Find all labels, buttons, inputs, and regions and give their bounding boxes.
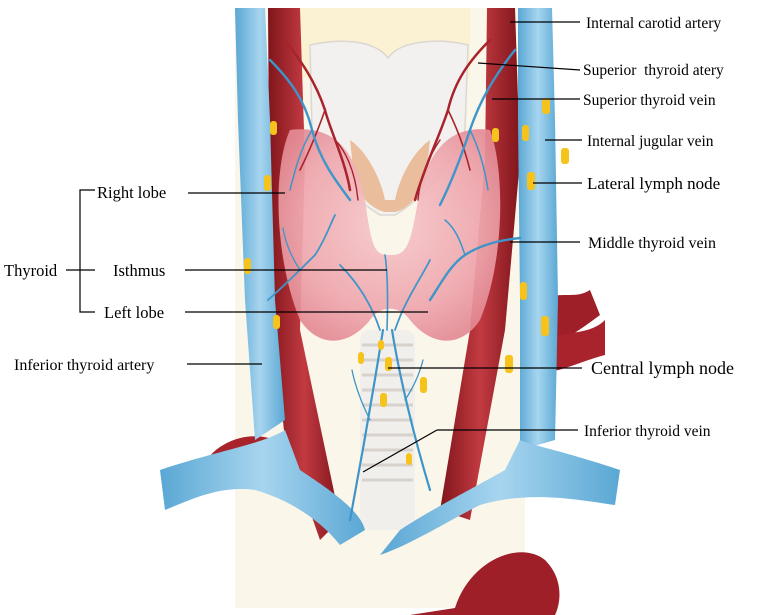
- lymph-node: [406, 453, 412, 465]
- cricoid-region: [350, 140, 430, 212]
- lymph-node: [385, 357, 392, 371]
- lymph-node: [492, 128, 499, 142]
- lymph-node: [273, 315, 280, 329]
- label-superior-thyroid-vein: Superior thyroid vein: [583, 92, 716, 109]
- lymph-node: [244, 258, 251, 274]
- lymph-node: [378, 340, 384, 350]
- lymph-node: [527, 172, 535, 190]
- right-internal-jugular-vein: [235, 8, 285, 440]
- leader-inferior-thyroid-vein-diag: [362, 429, 438, 473]
- leader-superior-thyroid-artery: [477, 62, 581, 71]
- lymph-node: [520, 282, 527, 300]
- right-brachiocephalic-vein: [160, 430, 365, 545]
- lymph-node: [561, 148, 569, 164]
- lymph-node: [522, 125, 529, 141]
- thyroid-bracket: [79, 189, 95, 313]
- label-right-lobe: Right lobe: [97, 183, 166, 202]
- label-superior-thyroid-artery: Superior thyroid atery: [583, 62, 724, 79]
- label-isthmus: Isthmus: [113, 261, 165, 280]
- aortic-arch: [410, 552, 560, 615]
- label-left-lobe: Left lobe: [104, 303, 164, 322]
- lymph-node: [505, 355, 513, 373]
- label-internal-jugular-vein: Internal jugular vein: [587, 133, 714, 150]
- label-inferior-thyroid-artery: Inferior thyroid artery: [14, 357, 154, 374]
- left-artery-branch: [545, 320, 605, 372]
- lymph-node: [264, 175, 271, 191]
- superior-thyroid-arteries: [283, 38, 492, 202]
- lymph-node: [358, 352, 364, 364]
- label-lateral-lymph-node: Lateral lymph node: [587, 174, 720, 193]
- lymph-node: [542, 98, 550, 114]
- label-inferior-thyroid-vein: Inferior thyroid vein: [584, 423, 711, 440]
- lymph-nodes: [244, 98, 569, 465]
- left-internal-jugular-vein: [518, 8, 558, 450]
- thyroid-gland: [278, 129, 501, 341]
- lymph-node: [541, 316, 549, 336]
- label-central-lymph-node: Central lymph node: [591, 358, 734, 378]
- lymph-node: [270, 121, 277, 135]
- lymph-node: [380, 393, 387, 407]
- lymph-node: [420, 377, 427, 393]
- label-internal-carotid-artery: Internal carotid artery: [586, 15, 721, 32]
- leader-lines: [66, 21, 582, 473]
- label-middle-thyroid-vein: Middle thyroid vein: [588, 235, 716, 252]
- left-brachiocephalic-vein: [380, 440, 620, 555]
- label-thyroid: Thyroid: [4, 261, 58, 280]
